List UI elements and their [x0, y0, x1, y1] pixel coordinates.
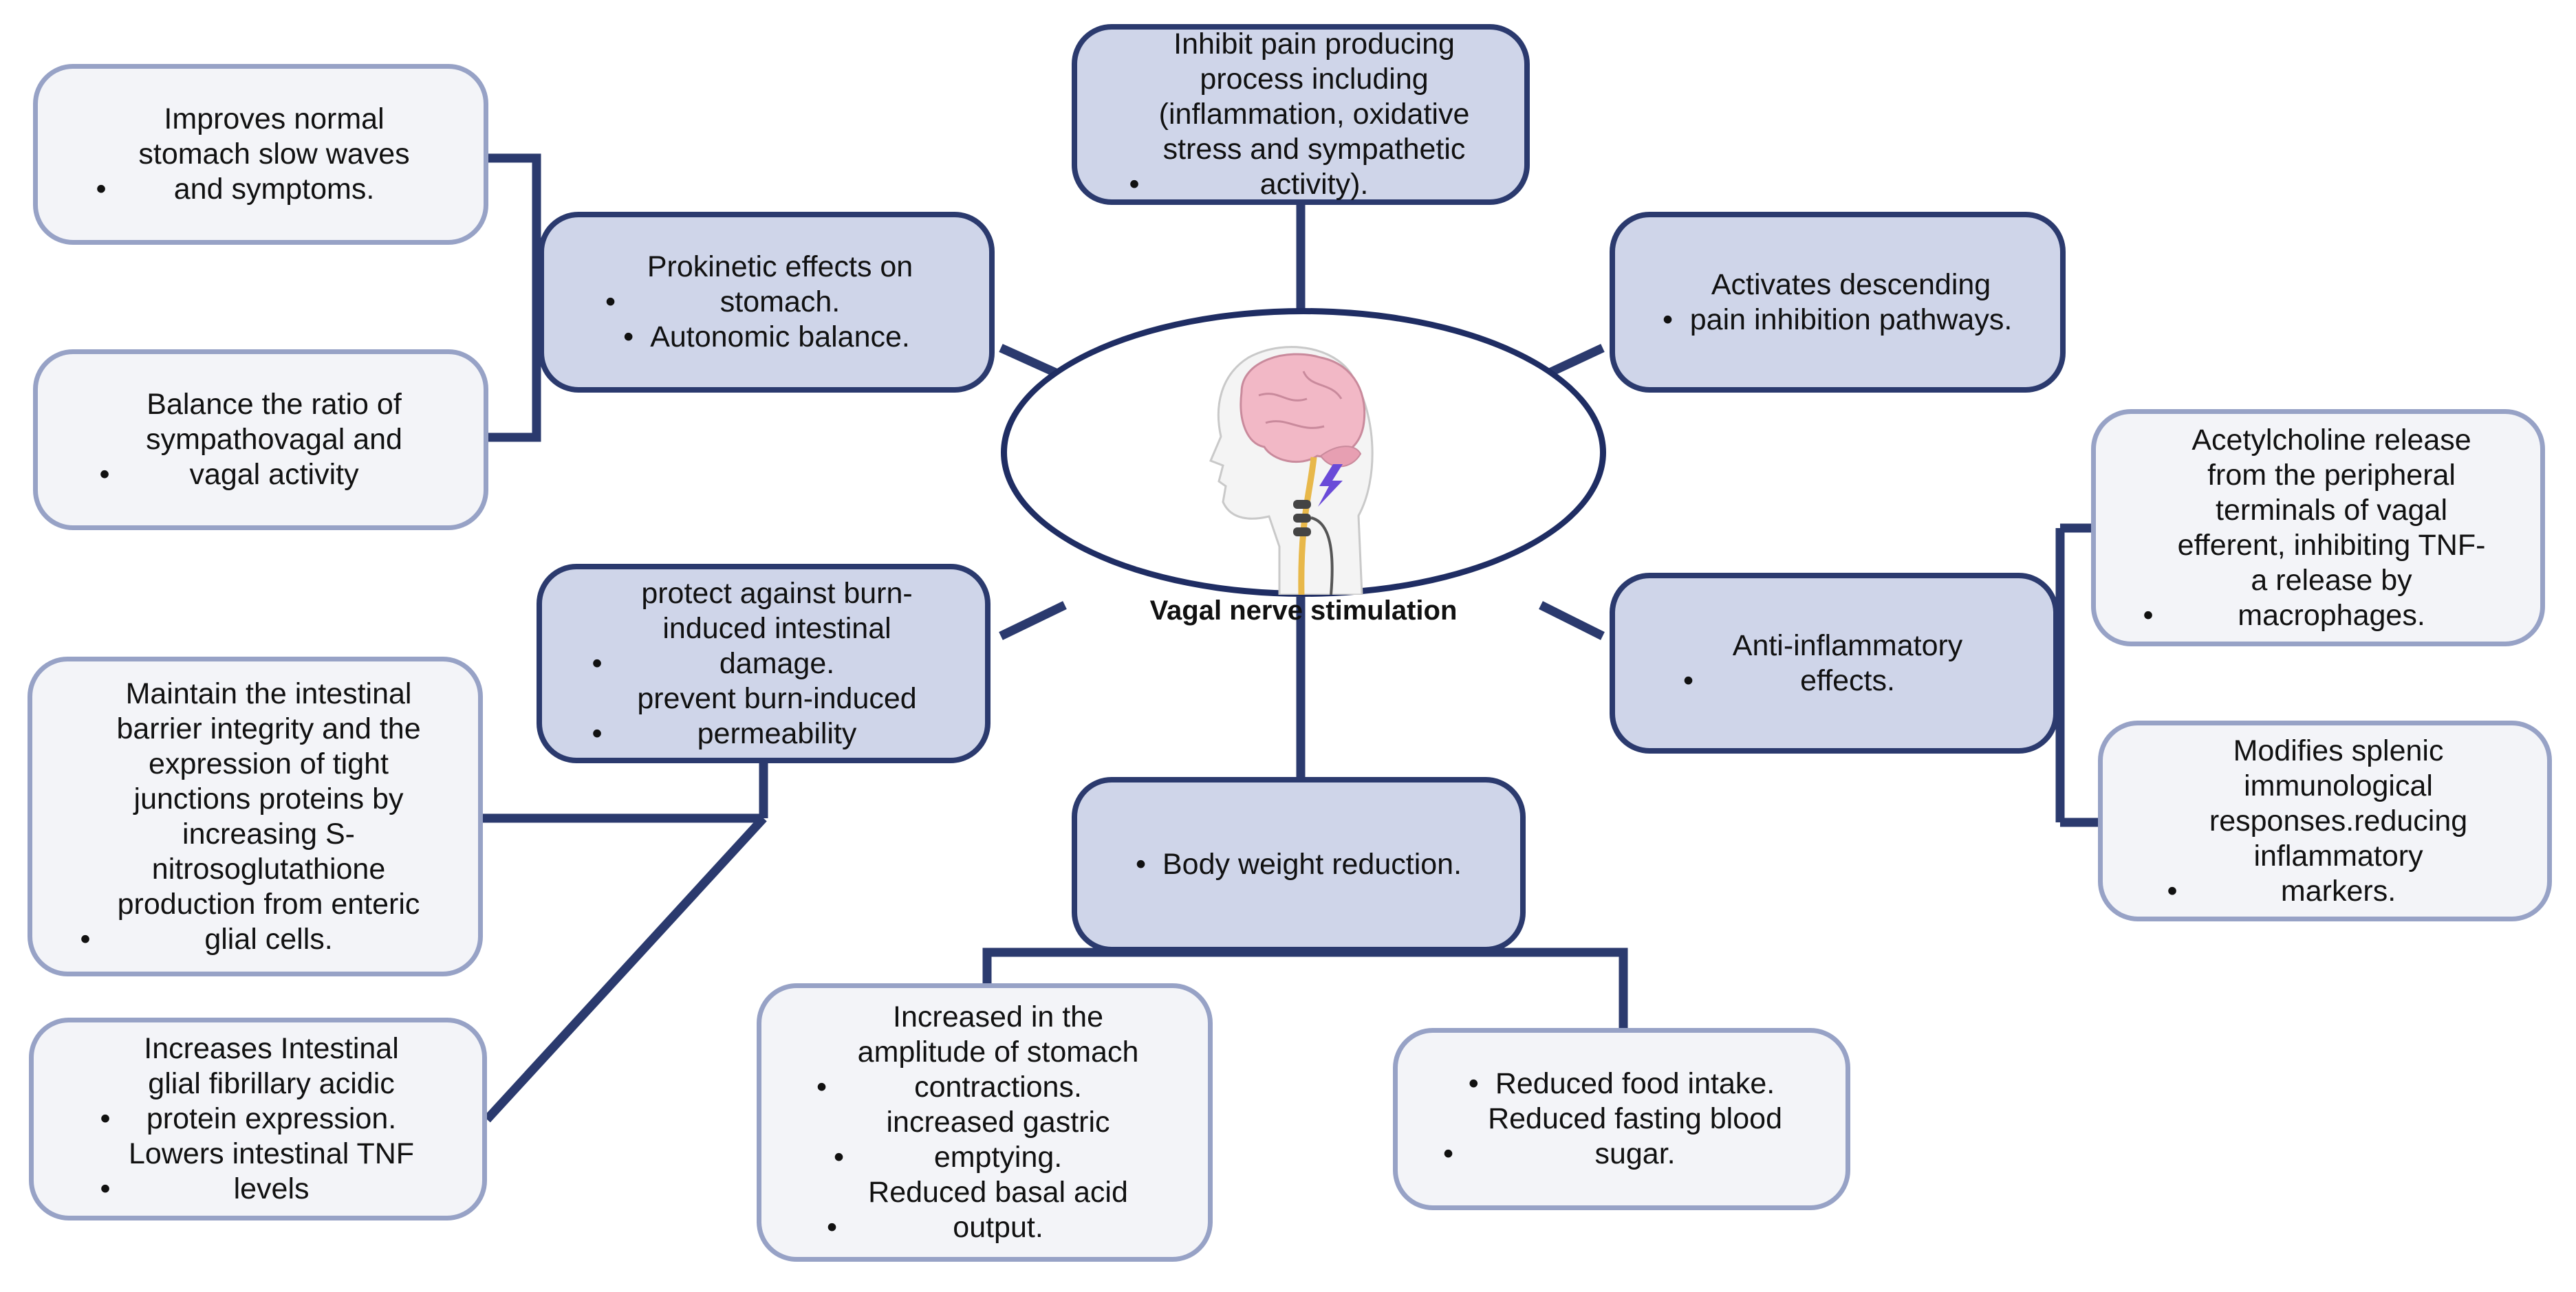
node-prokinetic-item: Autonomic balance. [605, 320, 928, 355]
node-descending-pain-item: Activates descending pain inhibition pat… [1663, 267, 2013, 338]
node-anti-inflammatory: Anti-inflammatory effects. [1610, 573, 2059, 754]
brain-fold-lines [1258, 371, 1343, 429]
node-burn-protect-item: protect against burn-induced intestinal … [592, 576, 935, 681]
vagus-nerve-shape [1298, 457, 1317, 595]
node-barrier-item: Maintain the intestinal barrier integrit… [80, 677, 430, 957]
electrode-cuff-3 [1293, 527, 1311, 536]
node-sympathovagal-list: Balance the ratio of sympathovagal and v… [99, 387, 422, 492]
node-food-intake-item: Reduced food intake. [1443, 1066, 1800, 1102]
node-anti-inflammatory-list: Anti-inflammatory effects. [1683, 628, 1985, 699]
node-pain-process: Inhibit pain producing process including… [1072, 24, 1530, 205]
node-food-intake-list: Reduced food intake. Reduced fasting blo… [1443, 1066, 1800, 1172]
node-glial-list: Increases Intestinal glial fibrillary ac… [100, 1031, 415, 1207]
node-acetylcholine-list: Acetylcholine release from the periphera… [2143, 423, 2493, 633]
node-acetylcholine: Acetylcholine release from the periphera… [2091, 409, 2545, 646]
node-anti-inflammatory-item: Anti-inflammatory effects. [1683, 628, 1985, 699]
node-prokinetic-list: Prokinetic effects on stomach. Autonomic… [605, 250, 928, 355]
node-food-intake-item: Reduced fasting blood sugar. [1443, 1102, 1800, 1172]
node-body-weight-item: Body weight reduction. [1136, 847, 1462, 882]
node-prokinetic: Prokinetic effects on stomach. Autonomic… [539, 212, 995, 393]
node-sympathovagal-item: Balance the ratio of sympathovagal and v… [99, 387, 422, 492]
node-acetylcholine-item: Acetylcholine release from the periphera… [2143, 423, 2493, 633]
electrode-cuff-1 [1293, 500, 1311, 509]
node-splenic-item: Modifies splenic immunological responses… [2167, 734, 2482, 909]
electrode-lead-wire [1310, 516, 1334, 595]
cerebellum-shape [1319, 446, 1362, 468]
node-burn-protect-list: protect against burn-induced intestinal … [592, 576, 935, 752]
node-sympathovagal: Balance the ratio of sympathovagal and v… [33, 349, 488, 530]
node-splenic-list: Modifies splenic immunological responses… [2167, 734, 2482, 909]
node-stomach-contractions: Increased in the amplitude of stomach co… [757, 983, 1213, 1262]
node-glial-item: Lowers intestinal TNF levels [100, 1137, 415, 1207]
node-stomach-contractions-item: Reduced basal acid output. [816, 1175, 1153, 1245]
node-stomach-contractions-list: Increased in the amplitude of stomach co… [816, 1000, 1153, 1245]
center-label: Vagal nerve stimulation [1149, 595, 1458, 626]
node-body-weight: Body weight reduction. [1072, 777, 1526, 952]
brain-shape [1240, 353, 1366, 463]
node-pain-process-item: Inhibit pain producing process including… [1129, 27, 1472, 202]
head-brain-nerve-illustration [1209, 346, 1374, 595]
node-descending-pain-list: Activates descending pain inhibition pat… [1663, 267, 2013, 338]
node-glial-item: Increases Intestinal glial fibrillary ac… [100, 1031, 415, 1137]
node-glial: Increases Intestinal glial fibrillary ac… [29, 1018, 487, 1220]
node-burn-protect-item: prevent burn-induced permeability [592, 681, 935, 752]
lightning-spark-icon [1318, 464, 1343, 507]
electrode-cuff-2 [1293, 514, 1311, 523]
node-slow-waves: Improves normal stomach slow waves and s… [33, 64, 488, 245]
node-barrier-list: Maintain the intestinal barrier integrit… [80, 677, 430, 957]
node-descending-pain: Activates descending pain inhibition pat… [1610, 212, 2066, 393]
node-barrier: Maintain the intestinal barrier integrit… [28, 657, 483, 976]
node-stomach-contractions-item: increased gastric emptying. [816, 1105, 1153, 1175]
node-slow-waves-item: Improves normal stomach slow waves and s… [96, 102, 425, 207]
node-food-intake: Reduced food intake. Reduced fasting blo… [1393, 1028, 1850, 1210]
node-body-weight-list: Body weight reduction. [1136, 847, 1462, 882]
node-burn-protect: protect against burn-induced intestinal … [537, 564, 991, 763]
node-prokinetic-item: Prokinetic effects on stomach. [605, 250, 928, 320]
node-slow-waves-list: Improves normal stomach slow waves and s… [96, 102, 425, 207]
node-stomach-contractions-item: Increased in the amplitude of stomach co… [816, 1000, 1153, 1105]
node-splenic: Modifies splenic immunological responses… [2098, 721, 2552, 921]
node-pain-process-list: Inhibit pain producing process including… [1129, 27, 1472, 202]
